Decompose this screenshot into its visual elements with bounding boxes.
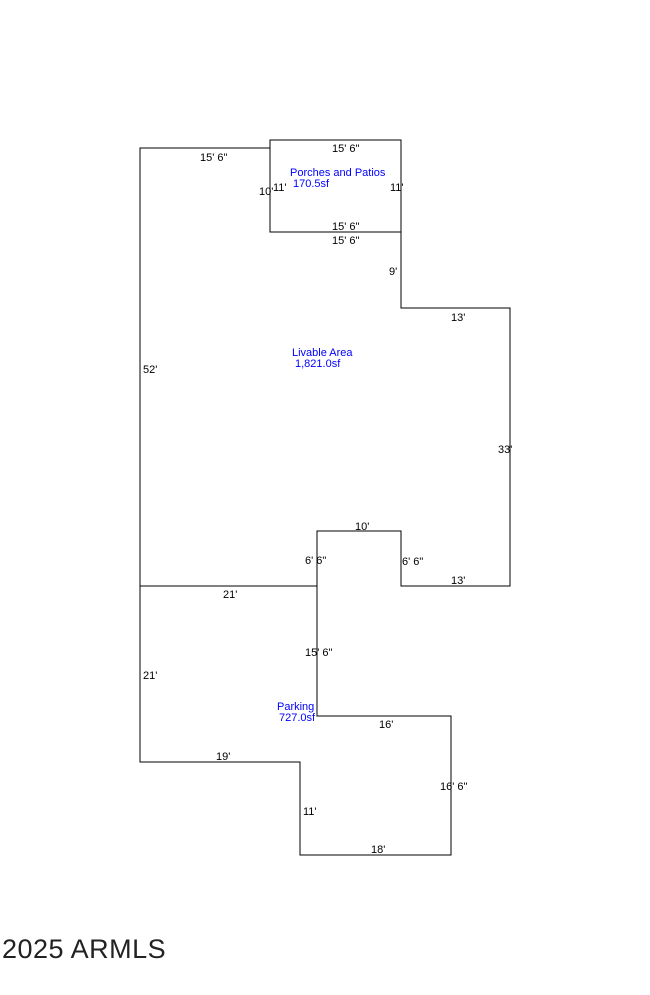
porch-outline <box>269 139 402 233</box>
livable-area-outline <box>139 147 511 587</box>
livable-area-name: Livable Area <box>292 347 353 359</box>
dim-porch-left-inner: 11' <box>273 182 287 194</box>
dim-notch-left: 6' 6" <box>305 555 326 567</box>
dim-house-right: 33' <box>498 444 512 456</box>
dim-notch-top: 10' <box>355 521 369 533</box>
dim-house-bottom-right: 13' <box>451 575 465 587</box>
dim-house-left: 52' <box>143 364 157 376</box>
dim-porch-right: 11' <box>390 182 404 194</box>
livable-area-size: 1,821.0sf <box>295 358 341 370</box>
dim-parking-middle: 15' 6" <box>305 647 333 659</box>
parking-outline <box>139 586 452 856</box>
dim-right-step-top: 13' <box>451 312 465 324</box>
dim-parking-left: 21' <box>143 670 157 682</box>
porch-area-size: 170.5sf <box>293 178 330 190</box>
dim-parking-step: 11' <box>303 806 317 818</box>
dim-parking-bottom-left: 19' <box>216 751 230 763</box>
dim-right-step-vertical: 9' <box>389 266 397 278</box>
porch-area-name: Porches and Patios <box>290 167 386 179</box>
dim-house-top-left: 15' 6" <box>200 152 228 164</box>
dim-notch-right: 6' 6" <box>402 556 423 568</box>
dim-porch-bottom-inner: 15' 6" <box>332 221 360 233</box>
dim-parking-top-right: 16' <box>379 719 393 731</box>
dim-parking-right: 16' 6" <box>440 781 468 793</box>
dim-porch-left-outer: 10' <box>259 186 273 198</box>
dim-house-bottom-left: 21' <box>223 589 237 601</box>
dim-porch-top: 15' 6" <box>332 143 360 155</box>
dim-parking-bottom: 18' <box>371 844 385 856</box>
copyright-watermark: 2025 ARMLS <box>2 934 167 964</box>
dim-porch-bottom-outer: 15' 6" <box>332 235 360 247</box>
parking-area-size: 727.0sf <box>279 712 316 724</box>
parking-area-name: Parking <box>277 701 314 713</box>
